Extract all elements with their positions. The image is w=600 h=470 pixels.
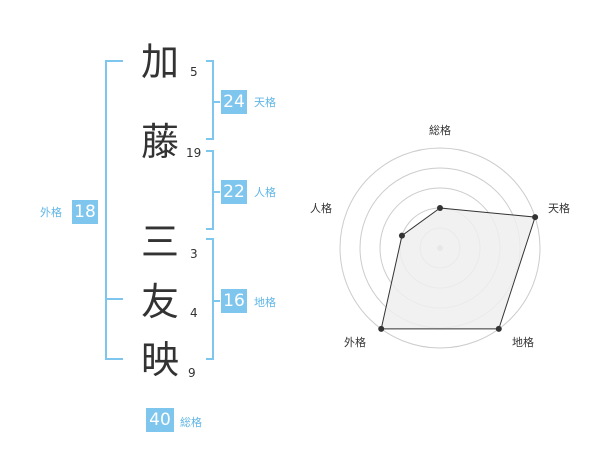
chikaku-bracket — [212, 238, 214, 360]
gaikaku-bracket-mid — [105, 298, 123, 300]
jinkaku-bracket-tick — [214, 191, 220, 193]
stroke-count-2: 19 — [186, 146, 202, 160]
name-char-1: 加 — [140, 40, 179, 84]
tenkaku-bracket — [212, 60, 214, 140]
name-char-2: 藤 — [140, 120, 179, 164]
stroke-count-1: 5 — [190, 65, 198, 79]
chikaku-bracket-tick — [214, 300, 220, 302]
radar-axis-label-chikaku: 地格 — [512, 335, 534, 349]
name-char-4: 友 — [140, 280, 179, 324]
tenkaku-label: 天格 — [254, 96, 276, 109]
radar-point — [437, 205, 443, 211]
gaikaku-bracket-top — [105, 60, 123, 62]
tenkaku-bracket-bottom — [206, 138, 214, 140]
chikaku-bracket-bottom — [206, 358, 214, 360]
radar-axis-label-gaikaku: 外格 — [344, 335, 366, 349]
jinkaku-label: 人格 — [254, 186, 276, 199]
jinkaku-bracket-top — [206, 150, 214, 152]
radar-axis-label-tenkaku: 天格 — [548, 201, 570, 215]
tenkaku-bracket-tick — [214, 101, 220, 103]
gaikaku-bracket-bottom — [105, 358, 123, 360]
stroke-count-4: 4 — [190, 306, 198, 320]
radar-point — [378, 325, 385, 332]
radar-ring — [339, 147, 541, 349]
radar-axis-label-jinkaku: 人格 — [310, 201, 332, 215]
jinkaku-value: 22 — [221, 180, 247, 204]
chikaku-bracket-top — [206, 238, 214, 240]
stroke-count-5: 9 — [188, 366, 196, 380]
tenkaku-bracket-top — [206, 60, 214, 62]
chikaku-label: 地格 — [254, 296, 276, 309]
gaikaku-bracket — [105, 60, 107, 360]
radar-axis-label-soukaku: 総格 — [429, 123, 451, 137]
radar-chart: 総格 天格 地格 外格 人格 — [310, 123, 570, 349]
gaikaku-label: 外格 — [40, 206, 62, 219]
stroke-count-3: 3 — [190, 247, 198, 261]
radar-point — [532, 214, 539, 221]
radar-point — [495, 325, 502, 332]
soukaku-value: 40 — [146, 408, 174, 432]
tenkaku-value: 24 — [221, 90, 247, 114]
radar-points — [378, 205, 539, 332]
gaikaku-value: 18 — [72, 200, 98, 224]
chikaku-value: 16 — [221, 289, 247, 313]
name-char-3: 三 — [140, 220, 179, 264]
name-char-5: 映 — [140, 338, 179, 382]
soukaku-label: 総格 — [180, 416, 202, 429]
jinkaku-bracket-bottom — [206, 228, 214, 230]
radar-polygon — [380, 207, 536, 330]
radar-point — [398, 232, 405, 239]
jinkaku-bracket — [212, 150, 214, 230]
